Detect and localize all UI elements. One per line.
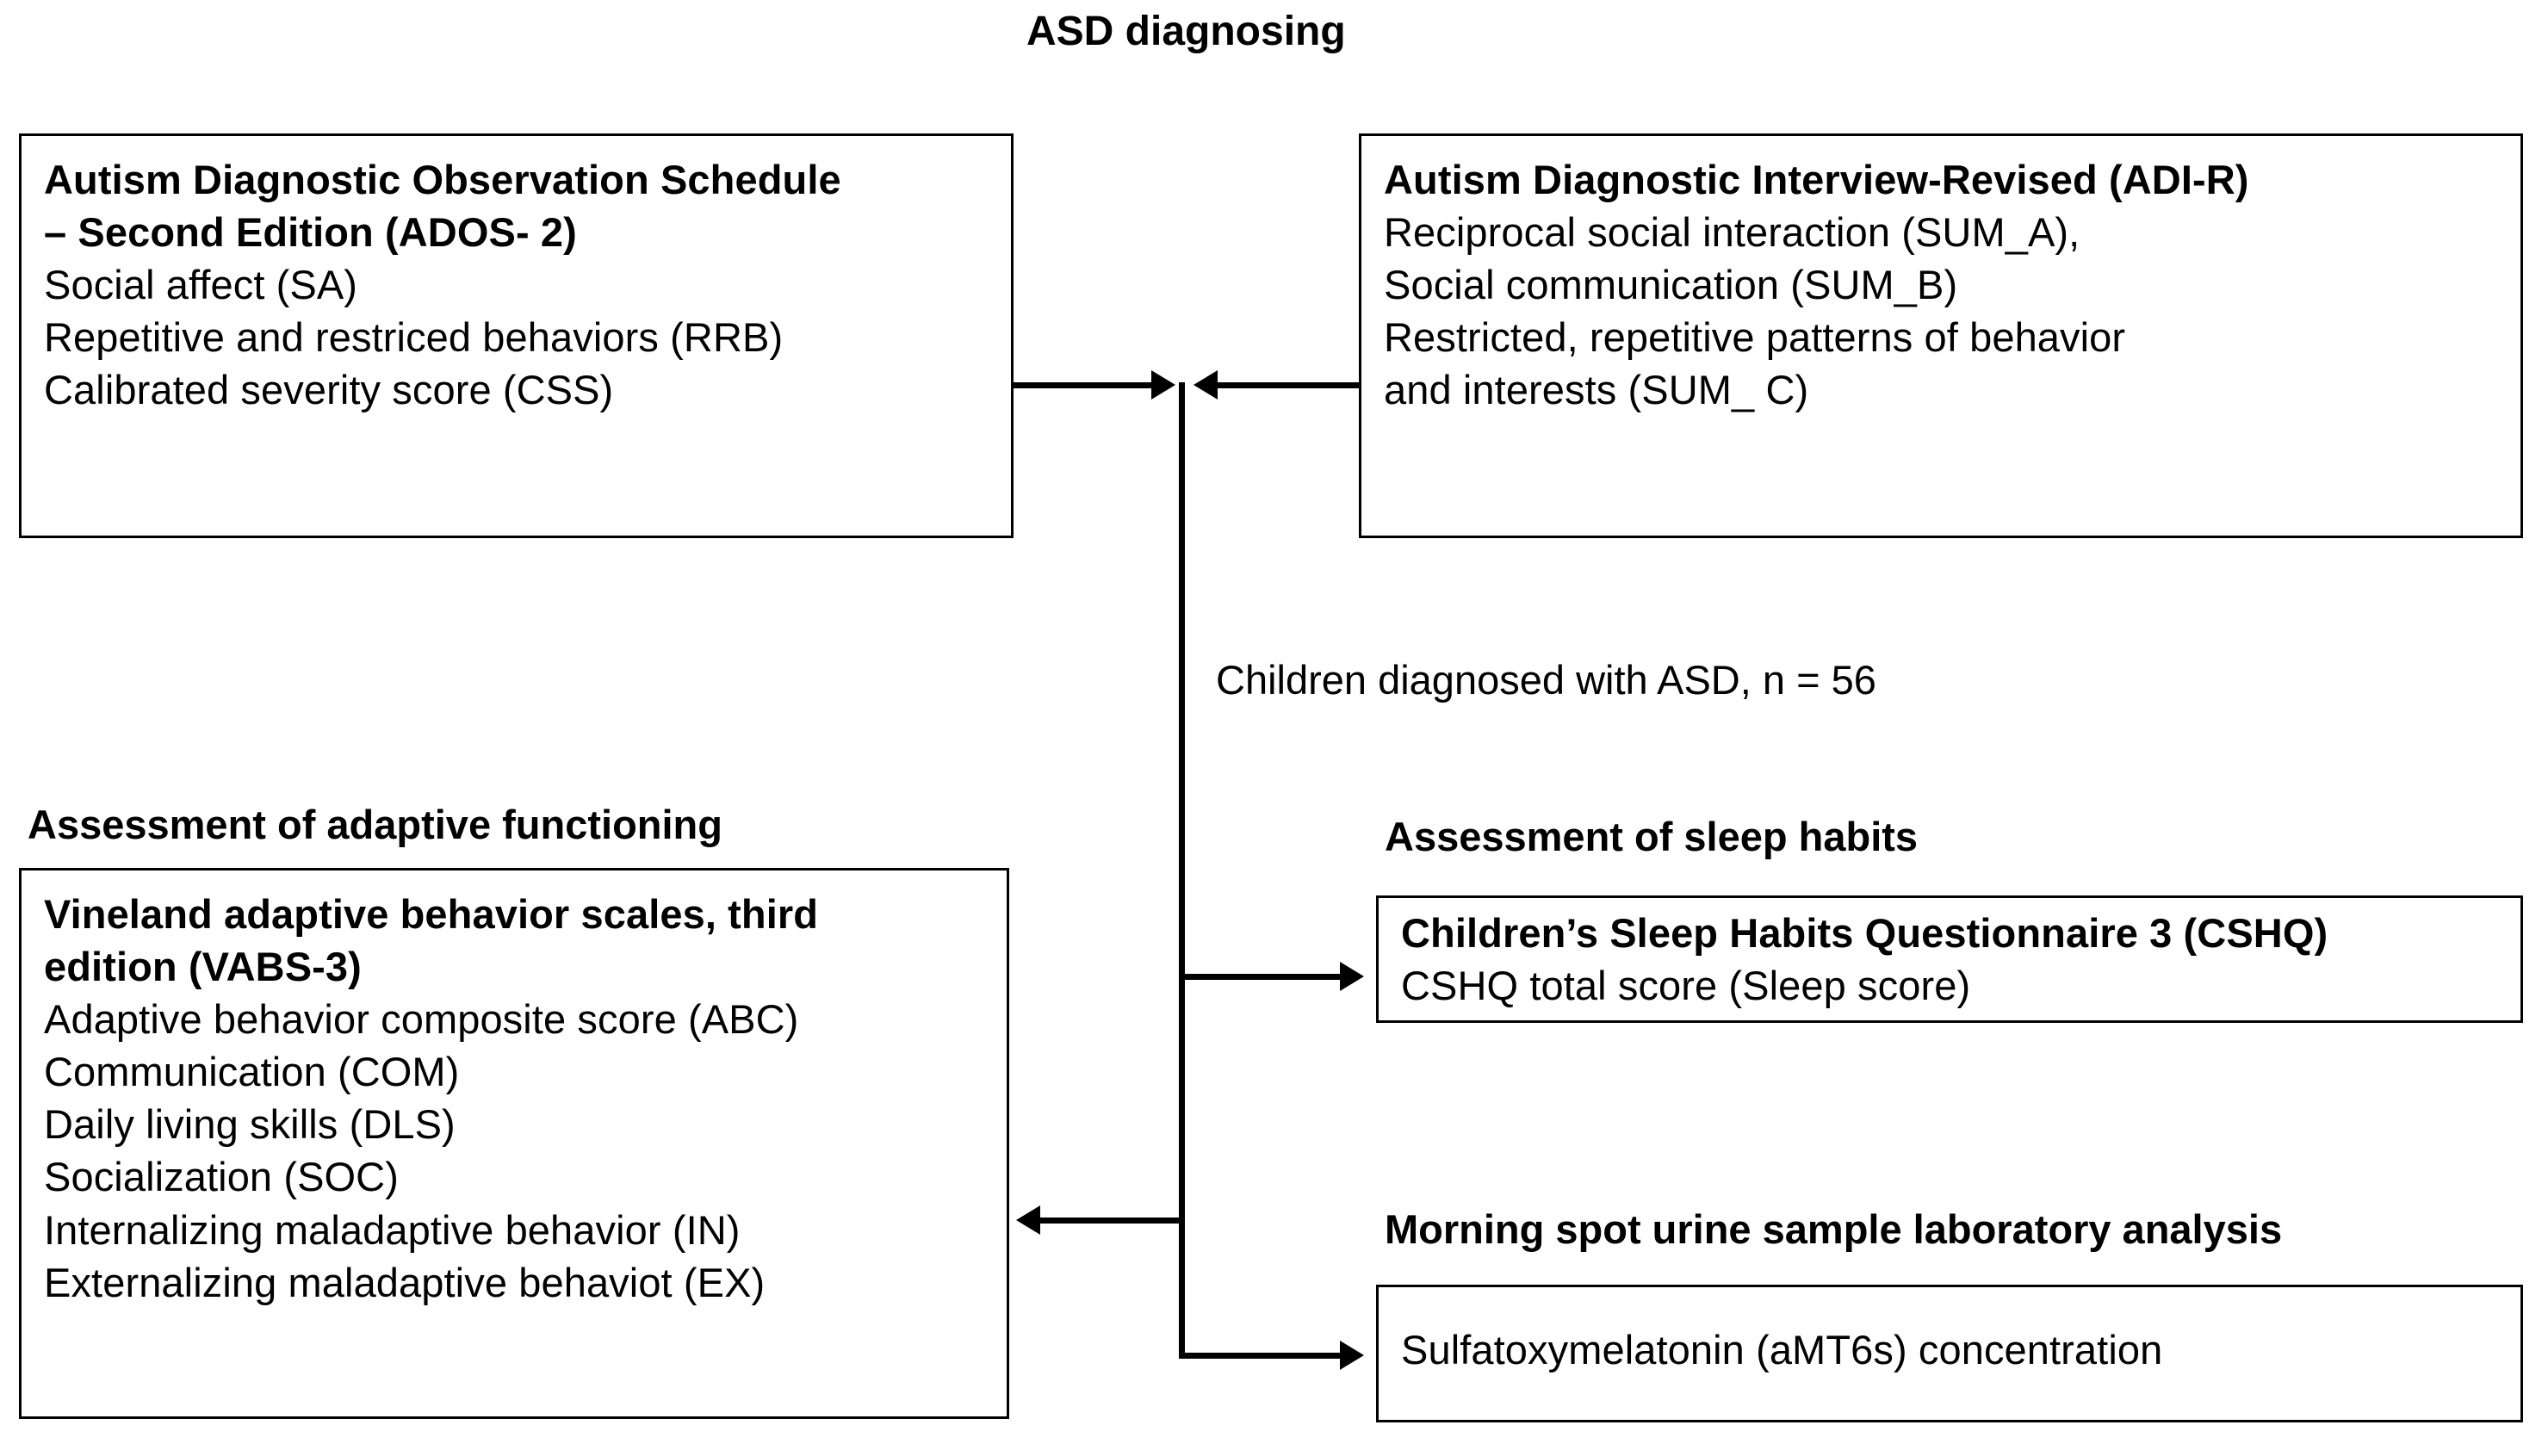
connector-trunk-to-cshq: [1179, 974, 1346, 980]
center-caption: Children diagnosed with ASD, n = 56: [1216, 657, 1876, 703]
vabs3-heading-line-2: edition (VABS-3): [44, 944, 362, 990]
ados2-heading-line-1: Autism Diagnostic Observation Schedule: [44, 157, 841, 202]
vabs3-item-ex: Externalizing maladaptive behaviot (EX): [44, 1259, 766, 1305]
diagram-title: ASD diagnosing: [1026, 9, 1346, 54]
node-adir-box: Autism Diagnostic Interview-Revised (ADI…: [1359, 133, 2523, 538]
connector-trunk-to-urine: [1179, 1353, 1346, 1359]
adir-item-sum-b: Social communication (SUM_B): [1384, 262, 1958, 308]
ados2-item-rrb: Repetitive and restriced behaviors (RRB): [44, 314, 784, 361]
vabs3-item-abc: Adaptive behavior composite score (ABC): [44, 996, 799, 1043]
vabs3-heading-line-1: Vineland adaptive behavior scales, third: [44, 891, 819, 937]
section-label-sleep-habits: Assessment of sleep habits: [1385, 814, 1919, 859]
connector-adir-to-junction: [1216, 382, 1361, 388]
node-cshq-box: Children’s Sleep Habits Questionnaire 3 …: [1376, 895, 2523, 1023]
section-label-adaptive-functioning: Assessment of adaptive functioning: [28, 802, 722, 847]
arrow-head-adir-to-junction: [1194, 370, 1218, 400]
cshq-item-total-score: CSHQ total score (Sleep score): [1401, 963, 1971, 1009]
connector-vertical-trunk: [1179, 382, 1185, 1359]
cshq-heading-line-1: Children’s Sleep Habits Questionnaire 3 …: [1401, 910, 2328, 956]
connector-trunk-to-vabs: [1033, 1217, 1185, 1224]
ados2-heading-line-2: – Second Edition (ADOS- 2): [44, 209, 577, 256]
section-label-urine-analysis: Morning spot urine sample laboratory ana…: [1385, 1206, 2283, 1252]
arrow-head-trunk-to-cshq: [1340, 962, 1364, 991]
arrow-head-trunk-to-urine: [1340, 1341, 1364, 1370]
node-ados2-box: Autism Diagnostic Observation Schedule –…: [19, 133, 1014, 538]
ados2-item-css: Calibrated severity score (CSS): [44, 367, 614, 413]
vabs3-item-com: Communication (COM): [44, 1049, 460, 1095]
connector-ados2-to-junction: [1014, 382, 1158, 388]
vabs3-item-soc: Socialization (SOC): [44, 1154, 399, 1200]
adir-item-sum-c-line-2: and interests (SUM_ C): [1384, 367, 1809, 413]
vabs3-item-in: Internalizing maladaptive behavior (IN): [44, 1206, 741, 1253]
adir-heading-line-1: Autism Diagnostic Interview-Revised (ADI…: [1384, 157, 2249, 202]
vabs3-item-dls: Daily living skills (DLS): [44, 1101, 456, 1148]
urine-item-amt6s: Sulfatoxymelatonin (aMT6s) concentration: [1401, 1327, 2163, 1372]
arrow-head-trunk-to-vabs: [1016, 1205, 1040, 1235]
node-vabs3-box: Vineland adaptive behavior scales, third…: [19, 868, 1009, 1419]
ados2-item-social-affect: Social affect (SA): [44, 262, 358, 308]
adir-item-sum-c-line-1: Restricted, repetitive patterns of behav…: [1384, 314, 2126, 361]
adir-item-sum-a: Reciprocal social interaction (SUM_A),: [1384, 209, 2080, 256]
arrow-head-ados2-to-junction: [1151, 370, 1175, 400]
node-urine-box: Sulfatoxymelatonin (aMT6s) concentration: [1376, 1285, 2523, 1422]
